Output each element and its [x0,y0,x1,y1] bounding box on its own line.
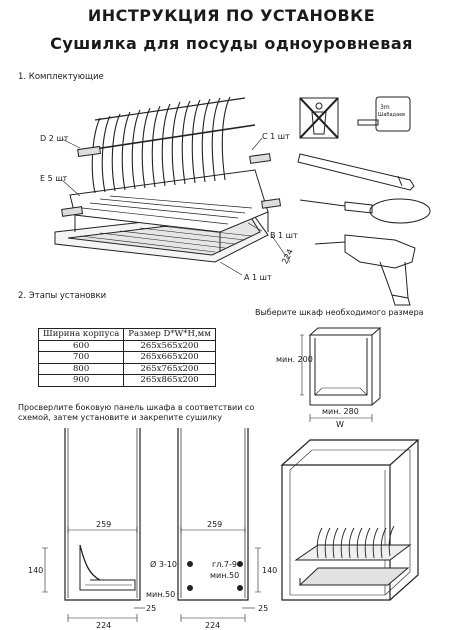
cabinet-with-rack-drawing [280,439,420,601]
width-label: W [336,420,344,429]
part-b-label: B 1 шт [270,231,298,240]
part-d-label: D 2 шт [40,134,69,143]
table-header-cell: Ширина корпуса [37,328,125,341]
panel2-depth-label: гл.7-9 [212,560,237,569]
cabinet-select-caption: Выберите шкаф необходимого размера [255,308,424,317]
panel2-hole: Ø 3-10 [150,560,177,569]
panel2-min50: мин.50 [210,571,240,580]
side-panel-1-drawing [42,428,145,622]
part-c-label: C 1 шт [262,132,290,141]
panel2-dim-25: 25 [258,604,269,613]
tools-drawing [297,96,431,306]
panel1-dim-140: 140 [28,566,44,575]
page-title: ИНСТРУКЦИЯ ПО УСТАНОВКЕ [87,6,376,25]
min-depth-label: мин. 280 [322,407,359,416]
part-a-label: A 1 шт [244,273,272,282]
side-panel-2-drawing [177,428,261,622]
table-cell: 265х765х200 [123,362,216,375]
min-height-label: мин. 200 [276,355,313,364]
panel2-dim-224: 224 [205,621,221,630]
section-1-heading: 1. Комплектующие [18,72,104,82]
table-cell: 800 [37,362,125,375]
table-cell: 700 [37,351,125,364]
table-header-row: Ширина корпуса Размер D*W*H,мм [37,328,216,341]
panel1-dim-224: 224 [96,621,112,630]
dish-rack-drawing [54,96,291,276]
table-row: 900 265х865х200 [37,374,216,387]
panel1-min50: мин.50 [146,590,176,599]
table-cell: 265х665х200 [123,351,216,364]
panel2-dim-140: 140 [262,566,278,575]
tape-label-1: 3m [380,104,390,111]
panel1-dim-259: 259 [96,520,112,529]
part-e-label: E 5 шт [40,174,68,183]
table-cell: 265х865х200 [123,374,216,387]
table-row: 600 265х565х200 [37,339,216,352]
size-spec-table: Ширина корпуса Размер D*W*H,мм 600 265х5… [37,328,216,387]
table-cell: 900 [37,374,125,387]
panel2-dim-259: 259 [207,520,223,529]
table-header-cell: Размер D*W*H,мм [123,328,216,341]
section-2-heading: 2. Этапы установки [18,291,107,301]
table-row: 700 265х665х200 [37,351,216,364]
table-cell: 600 [37,339,125,352]
page-subtitle: Сушилка для посуды одноуровневая [50,34,413,53]
table-row: 800 265х765х200 [37,362,216,375]
install-instruction: Просверлите боковую панель шкафа в соотв… [18,403,255,422]
cabinet-box-drawing [300,327,382,422]
tape-label-2: Шабадаев [378,112,406,118]
panel1-dim-25: 25 [146,604,157,613]
table-cell: 265х565х200 [123,339,216,352]
